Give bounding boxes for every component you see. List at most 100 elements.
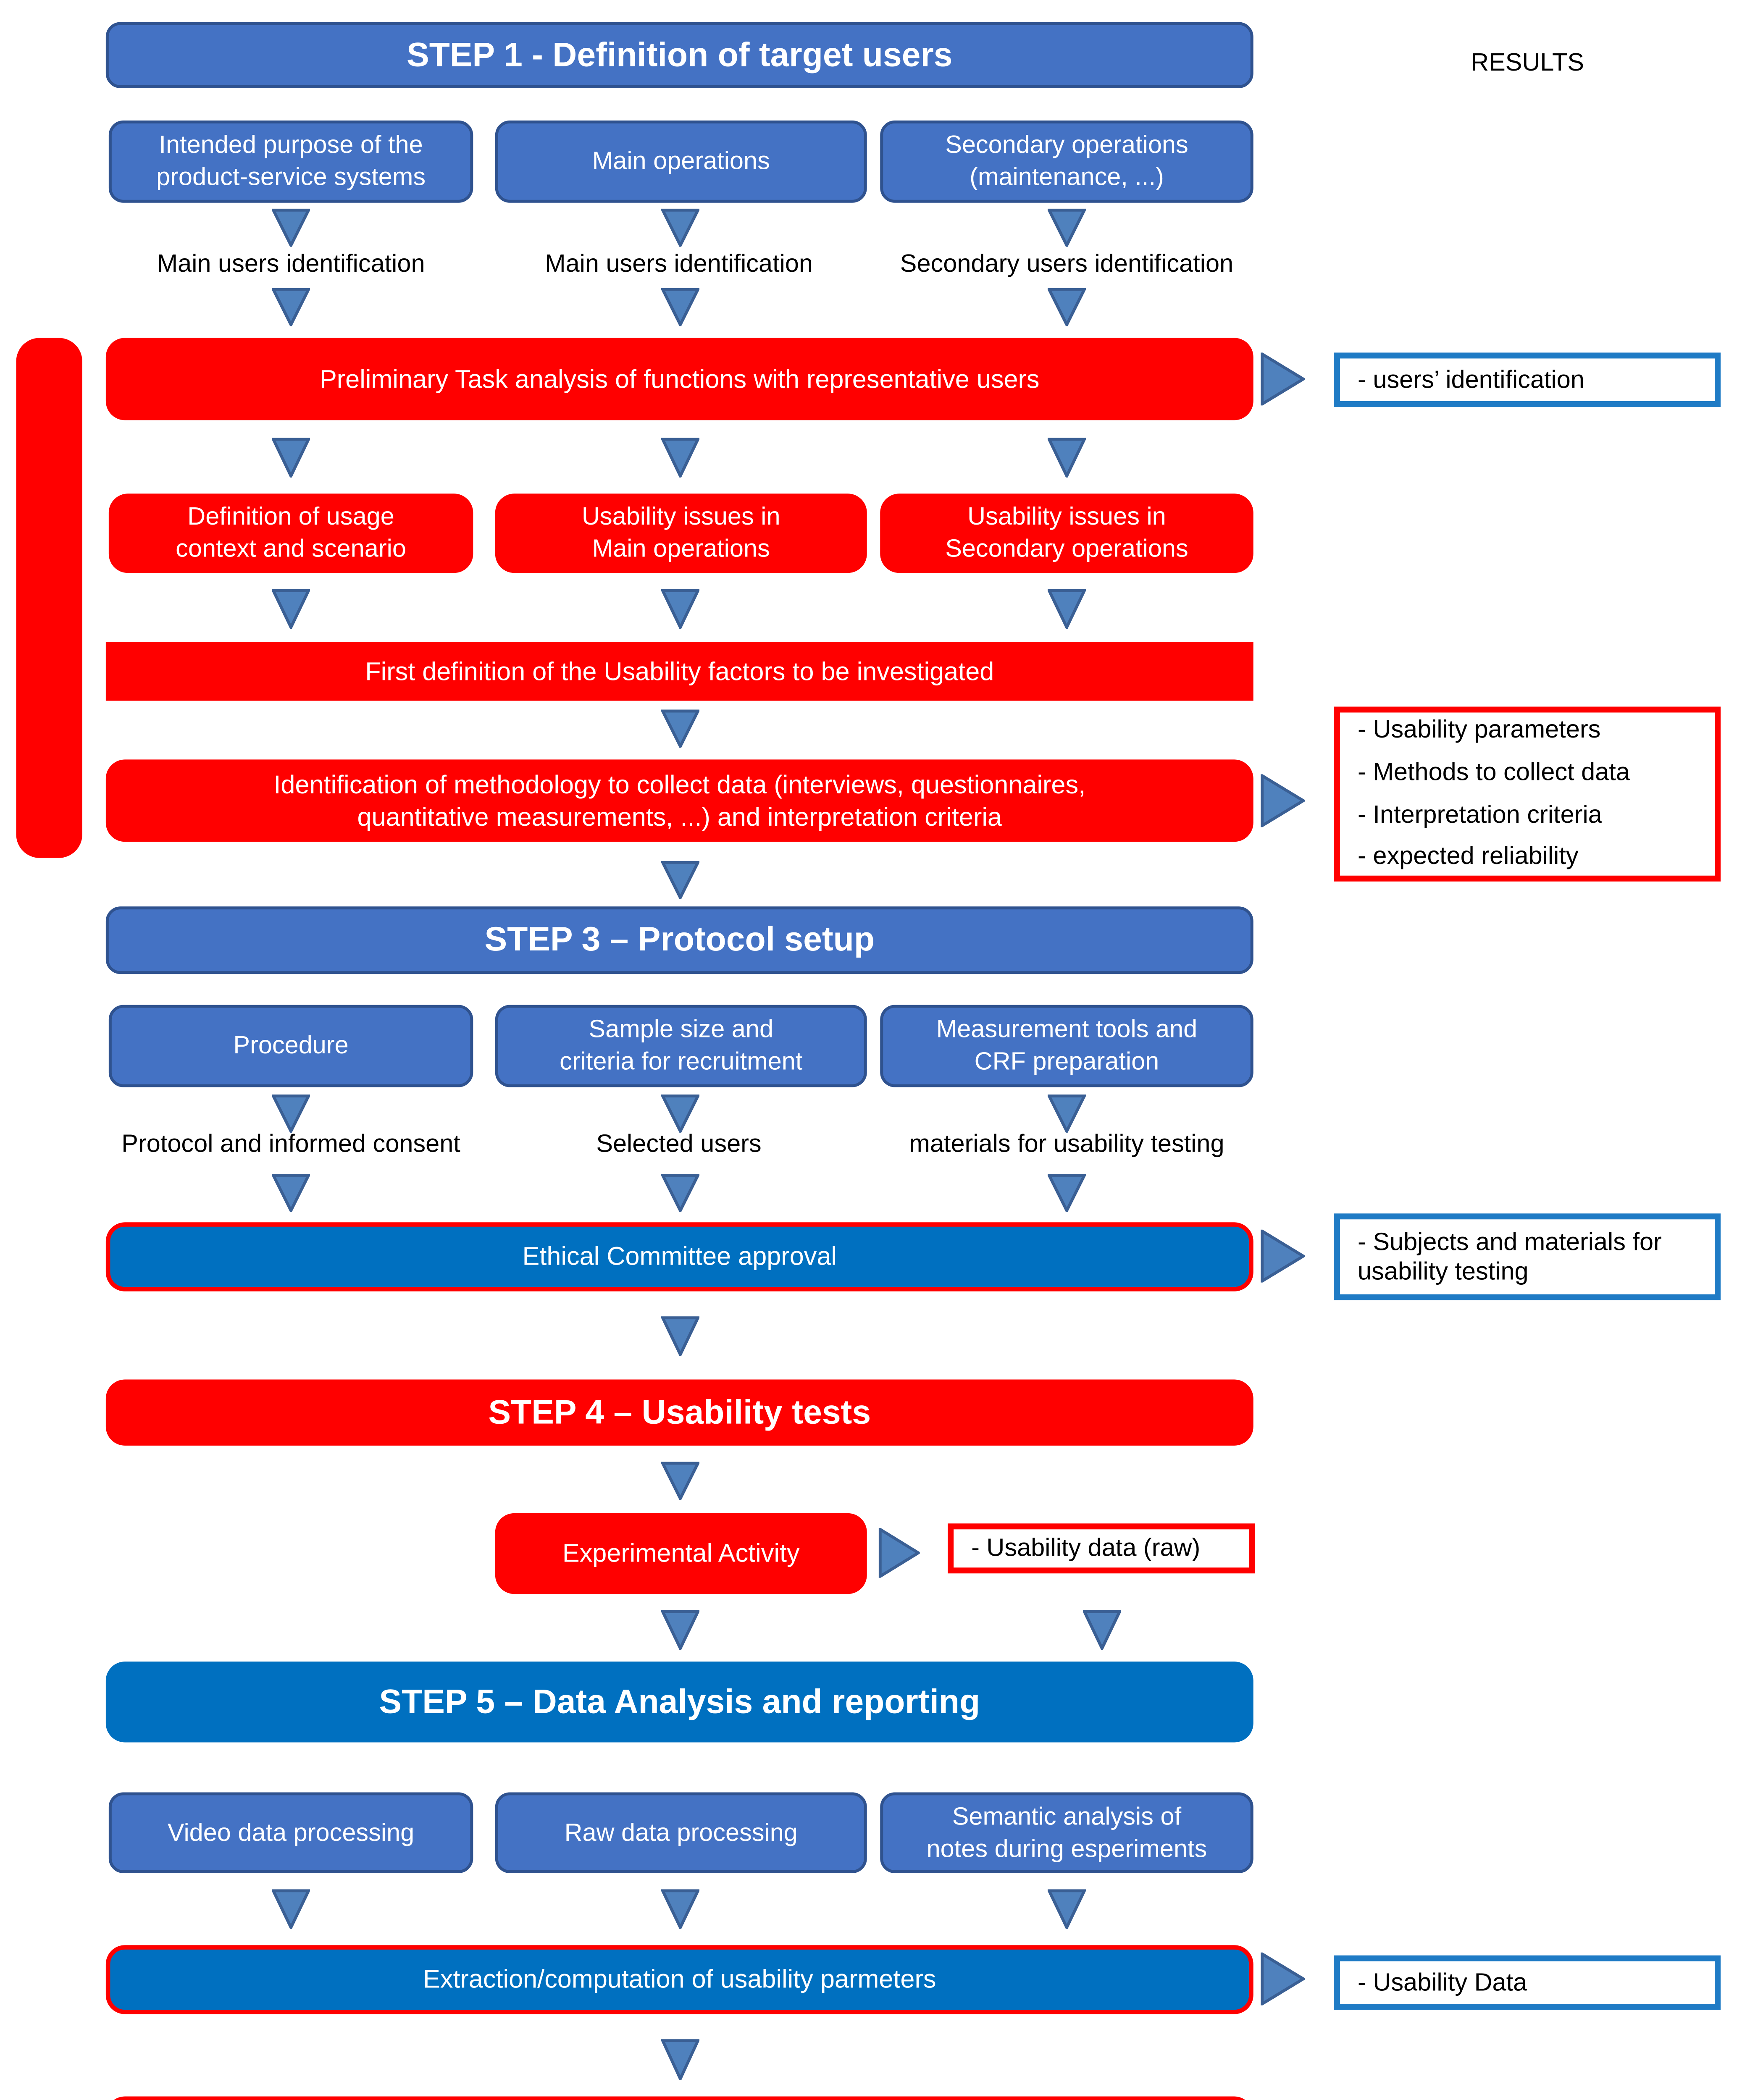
box-line: CRF preparation (974, 1047, 1159, 1076)
box-line: Raw data processing (564, 1818, 798, 1846)
result-usability-data: - Usability Data (1334, 1955, 1721, 2010)
box-line: quantitative measurements, ...) and inte… (357, 802, 1002, 832)
result-line: - Methods to collect data (1358, 757, 1630, 786)
step1-box-secondary-operations: Secondary operations (maintenance, ...) (880, 120, 1253, 203)
step2-side-label: STEP 2 - (48, 873, 79, 998)
box-line: criteria for recruitment (560, 1047, 803, 1076)
box-line: product-service systems (156, 163, 426, 191)
step3-title: STEP 3 – Protocol setup (484, 920, 875, 958)
box-line: Preliminary Task analysis of functions w… (319, 364, 1040, 394)
result-text: - users’ identification (1358, 365, 1584, 393)
result-line: - Usability parameters (1358, 715, 1601, 743)
step1-header: STEP 1 - Definition of target users (105, 22, 1253, 88)
box-line: Definition of usage (187, 503, 394, 531)
result-methods-box: - Usability parameters - Methods to coll… (1334, 706, 1721, 882)
down-arrow-icon (272, 589, 310, 629)
box-line: context and scenario (176, 535, 406, 563)
step2-box-issues-secondary: Usability issues in Secondary operations (880, 494, 1253, 573)
box-line: Secondary operations (945, 131, 1188, 159)
result-text: - Usability data (raw) (971, 1533, 1201, 1562)
down-arrow-icon (661, 208, 700, 247)
step1-box-intended-purpose: Intended purpose of the product-service s… (108, 120, 473, 203)
box-line: Video data processing (167, 1818, 415, 1846)
box-line: Identification of methodology to collect… (273, 769, 1086, 799)
step4-experimental-box: Experimental Activity (495, 1513, 867, 1594)
right-arrow-icon (1261, 774, 1305, 827)
step3-header: STEP 3 – Protocol setup (105, 906, 1253, 974)
results-label: RESULTS (1471, 48, 1584, 76)
label-main-users-identification-1: Main users identification (157, 249, 425, 278)
down-arrow-icon (661, 1316, 700, 1356)
down-arrow-icon (661, 861, 700, 899)
result-line: usability testing (1358, 1257, 1529, 1285)
box-line: Extraction/computation of usability parm… (423, 1964, 936, 1994)
down-arrow-icon (1048, 589, 1086, 629)
box-line: Main operations (592, 147, 770, 175)
step5-extraction-box: Extraction/computation of usability parm… (105, 1945, 1253, 2014)
box-line: First definition of the Usability factor… (365, 656, 994, 686)
box-line: Usability issues in (581, 503, 780, 531)
step2-identification-box: Identification of methodology to collect… (105, 759, 1253, 842)
label-selected-users: Selected users (596, 1129, 762, 1158)
down-arrow-icon (661, 709, 700, 748)
label-secondary-users-identification: Secondary users identification (900, 249, 1234, 278)
result-usability-raw: - Usability data (raw) (948, 1523, 1255, 1574)
result-line: - Subjects and materials for (1358, 1227, 1662, 1255)
down-arrow-icon (1048, 438, 1086, 478)
step3-box-procedure: Procedure (108, 1005, 473, 1087)
down-arrow-icon (1083, 1610, 1121, 1650)
down-arrow-icon (661, 1610, 700, 1650)
box-line: Intended purpose of the (159, 131, 423, 159)
box-line: Ethical Committee approval (522, 1242, 837, 1271)
box-line: (maintenance, ...) (970, 163, 1164, 191)
down-arrow-icon (272, 438, 310, 478)
box-line: Experimental Activity (562, 1538, 800, 1568)
step5-header: STEP 5 – Data Analysis and reporting (105, 1662, 1253, 1743)
step2-box-usage-context: Definition of usage context and scenario (108, 494, 473, 573)
step2-first-definition-box: First definition of the Usability factor… (105, 642, 1253, 701)
down-arrow-icon (661, 1462, 700, 1500)
down-arrow-icon (272, 1094, 310, 1133)
down-arrow-icon (661, 1094, 700, 1133)
box-line: Measurement tools and (936, 1015, 1198, 1044)
step2-side-bar: STEP 2 - (16, 338, 82, 998)
right-arrow-icon (878, 1528, 920, 1578)
step5-box-video-processing: Video data processing (108, 1792, 473, 1873)
step5-box-raw-processing: Raw data processing (495, 1792, 867, 1873)
down-arrow-icon (1048, 208, 1086, 247)
box-line: Usability issues in (967, 503, 1166, 531)
label-materials-usability-testing: materials for usability testing (909, 1129, 1224, 1158)
down-arrow-icon (661, 589, 700, 629)
step3-ethical-box: Ethical Committee approval (105, 1222, 1253, 1292)
down-arrow-icon (1048, 288, 1086, 326)
down-arrow-icon (272, 1889, 310, 1929)
box-line: Secondary operations (945, 535, 1188, 563)
down-arrow-icon (1048, 1173, 1086, 1212)
result-line: - Interpretation criteria (1358, 800, 1602, 828)
box-line: notes during esperiments (926, 1834, 1207, 1862)
step1-box-main-operations: Main operations (495, 120, 867, 203)
step3-box-sample-size: Sample size and criteria for recruitment (495, 1005, 867, 1087)
step2-preliminary-box: Preliminary Task analysis of functions w… (105, 338, 1253, 420)
right-arrow-icon (1261, 1229, 1305, 1283)
step5-title: STEP 5 – Data Analysis and reporting (379, 1682, 980, 1720)
down-arrow-icon (661, 288, 700, 326)
right-arrow-icon (1261, 1952, 1305, 2006)
down-arrow-icon (1048, 1889, 1086, 1929)
step1-title: STEP 1 - Definition of target users (407, 35, 953, 74)
down-arrow-icon (272, 1173, 310, 1212)
box-line: Sample size and (589, 1015, 774, 1044)
label-protocol-informed-consent: Protocol and informed consent (121, 1129, 460, 1158)
label-main-users-identification-2: Main users identification (545, 249, 813, 278)
step5-statistical-box: Statistical analysis (105, 2096, 1253, 2100)
down-arrow-icon (661, 1173, 700, 1212)
down-arrow-icon (272, 208, 310, 247)
right-arrow-icon (1261, 352, 1305, 406)
result-text: - Usability Data (1358, 1968, 1527, 1996)
step4-header: STEP 4 – Usability tests (105, 1379, 1253, 1446)
